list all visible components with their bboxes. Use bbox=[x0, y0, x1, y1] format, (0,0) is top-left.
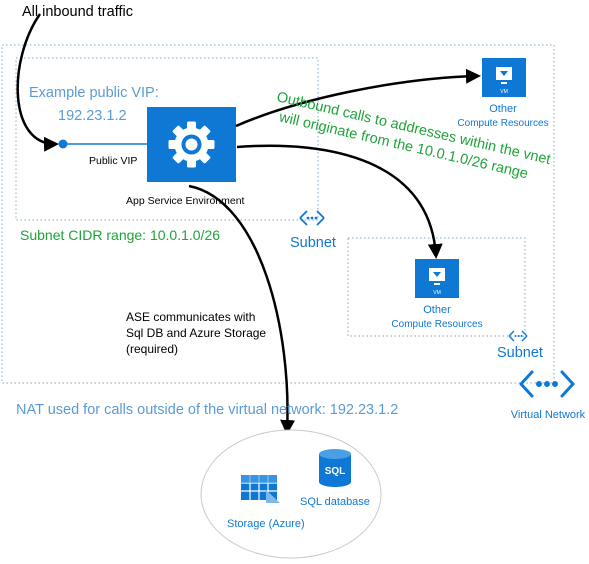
vm-badge-subnet: VM bbox=[433, 290, 441, 296]
compute-subnet-label-line1: Other bbox=[423, 304, 451, 316]
outbound-arrow-top bbox=[235, 68, 481, 128]
sql-badge: SQL bbox=[325, 466, 346, 477]
subnet-icon bbox=[299, 210, 325, 226]
second-subnet-boundary bbox=[347, 237, 526, 337]
ase-storage-note-line3: (required) bbox=[126, 342, 178, 356]
vm-badge-top: VM bbox=[500, 89, 508, 95]
compute-subnet-label-line2: Compute Resources bbox=[391, 319, 482, 330]
ase-storage-note-line2: Sql DB and Azure Storage bbox=[126, 326, 266, 340]
public-vip-port-label: Public VIP bbox=[89, 155, 137, 167]
vip-label-line1: Example public VIP: bbox=[29, 85, 159, 101]
inbound-traffic-arrow bbox=[16, 13, 59, 152]
data-services-ellipse bbox=[200, 429, 382, 559]
vm-icon-top: VM bbox=[482, 58, 526, 97]
virtual-network-label: Virtual Network bbox=[511, 409, 586, 421]
storage-label: Storage (Azure) bbox=[227, 518, 305, 530]
inbound-label: All inbound traffic bbox=[22, 4, 133, 20]
ase-storage-note-line1: ASE communicates with bbox=[126, 310, 255, 324]
subnet-cidr-label: Subnet CIDR range: 10.0.1.0/26 bbox=[20, 227, 220, 243]
ase-to-storage-arrow bbox=[188, 184, 296, 435]
compute-top-label-line2: Compute Resources bbox=[457, 118, 548, 129]
compute-top-label-line1: Other bbox=[489, 103, 517, 115]
ase-label: App Service Environment bbox=[126, 195, 245, 207]
nat-label: NAT used for calls outside of the virtua… bbox=[16, 402, 398, 418]
sql-label: SQL database bbox=[300, 496, 370, 508]
virtual-network-boundary bbox=[1, 44, 555, 384]
subnet-icon-second bbox=[508, 330, 528, 342]
virtual-network-icon bbox=[519, 370, 575, 398]
second-subnet-label: Subnet bbox=[497, 345, 543, 361]
gear-icon bbox=[168, 121, 215, 168]
main-subnet-label: Subnet bbox=[290, 235, 336, 251]
outbound-arrow-subnet bbox=[236, 144, 443, 259]
vm-icon-subnet: VM bbox=[415, 259, 459, 298]
vip-label-line2: 192.23.1.2 bbox=[58, 108, 127, 124]
storage-icon bbox=[241, 475, 280, 503]
sql-database-icon: SQL bbox=[319, 449, 351, 487]
